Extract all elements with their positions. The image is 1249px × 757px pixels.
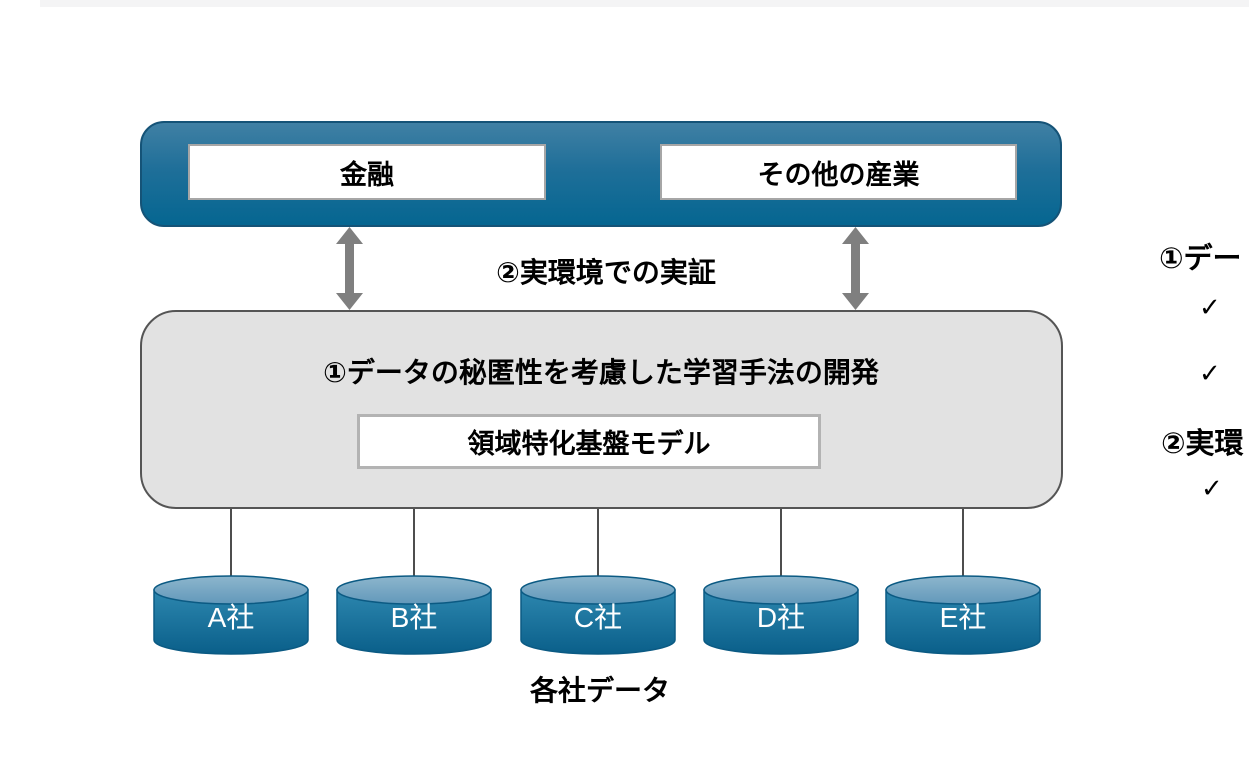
database-cylinder-icon bbox=[153, 575, 309, 655]
database-cylinder-icon bbox=[885, 575, 1041, 655]
connector-line bbox=[413, 509, 415, 577]
company-label: D社 bbox=[756, 602, 806, 633]
check-icon: ✓ bbox=[1199, 358, 1221, 388]
development-box bbox=[140, 310, 1063, 509]
company-data-label: 各社データ bbox=[529, 675, 670, 706]
finance-label: 金融 bbox=[340, 159, 394, 190]
model-label: 領域特化基盤モデル bbox=[467, 429, 711, 459]
side-note-1: ①デー bbox=[1159, 243, 1242, 275]
connector-line bbox=[597, 509, 599, 577]
check-icon: ✓ bbox=[1199, 292, 1221, 322]
verification-label: ②実環境での実証 bbox=[496, 257, 716, 288]
model-box: 領域特化基盤モデル bbox=[357, 414, 821, 469]
company-label: C社 bbox=[573, 602, 623, 633]
company-label: A社 bbox=[207, 602, 255, 633]
connector-line bbox=[780, 509, 782, 577]
window-top-strip bbox=[40, 0, 1249, 7]
connector-line bbox=[962, 509, 964, 577]
double-arrow-icon bbox=[336, 227, 363, 310]
check-icon: ✓ bbox=[1201, 473, 1223, 503]
development-label: ①データの秘匿性を考慮した学習手法の開発 bbox=[323, 357, 879, 388]
finance-box: 金融 bbox=[188, 144, 546, 200]
database-cylinder-icon bbox=[520, 575, 676, 655]
side-note-2: ②実環 bbox=[1161, 428, 1244, 460]
connector-line bbox=[230, 509, 232, 577]
database-cylinder-icon bbox=[703, 575, 859, 655]
other-industries-box: その他の産業 bbox=[660, 144, 1017, 200]
other-industries-label: その他の産業 bbox=[757, 159, 920, 190]
double-arrow-icon bbox=[842, 227, 869, 310]
company-label: B社 bbox=[390, 602, 438, 633]
company-label: E社 bbox=[939, 602, 987, 633]
database-cylinder-icon bbox=[336, 575, 492, 655]
